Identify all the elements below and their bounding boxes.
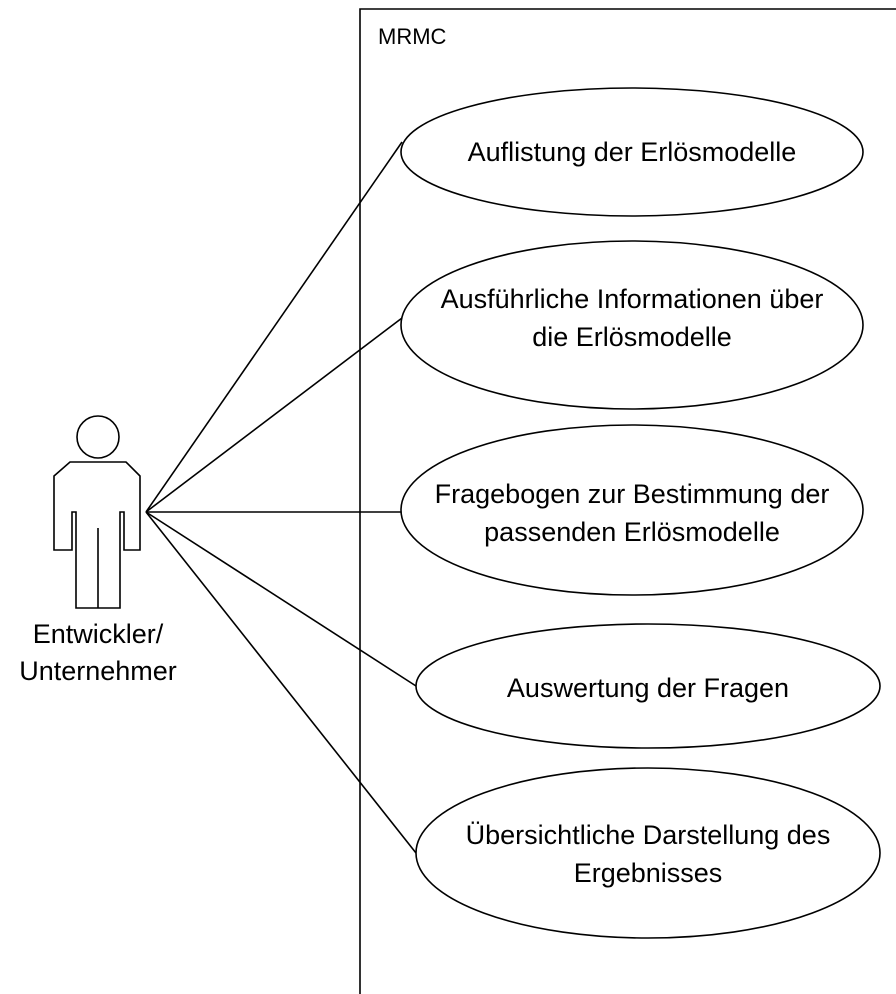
actor-body [53,461,141,609]
use-case-1: Auflistung der Erlösmodelle [400,87,864,217]
use-case-2: Ausführliche Informationen über die Erlö… [400,240,864,410]
use-case-ellipse [400,424,864,596]
actor-label-line2: Unternehmer [19,656,177,686]
use-case-3-label-line1: Fragebogen zur Bestimmung der [435,479,830,509]
use-case-5: Übersichtliche Darstellung des Ergebniss… [415,767,881,939]
use-case-5-label-line1: Übersichtliche Darstellung des [466,820,831,850]
associations [145,141,417,854]
association-line [145,141,403,513]
system-boundary: MRMC [359,8,896,994]
use-case-4: Auswertung der Fragen [415,623,881,749]
use-case-ellipse [415,767,881,939]
use-case-3: Fragebogen zur Bestimmung der passenden … [400,424,864,596]
use-case-2-label-line1: Ausführliche Informationen über [441,284,824,314]
actor-label-line1: Entwickler/ [33,619,164,649]
use-case-1-label: Auflistung der Erlösmodelle [468,137,797,167]
actor-head [76,415,120,459]
association-line [145,511,417,687]
association-line [145,511,417,854]
use-case-ellipse [400,87,864,217]
use-case-ellipse [415,623,881,749]
use-case-5-label-line2: Ergebnisses [574,858,723,888]
use-case-2-label-line2: die Erlösmodelle [532,322,732,352]
use-case-ellipse [400,240,864,410]
system-label: MRMC [378,24,447,49]
actor-figure [53,415,141,609]
use-case-3-label-line2: passenden Erlösmodelle [484,517,780,547]
use-case-4-label: Auswertung der Fragen [507,673,789,703]
association-line [145,317,403,513]
